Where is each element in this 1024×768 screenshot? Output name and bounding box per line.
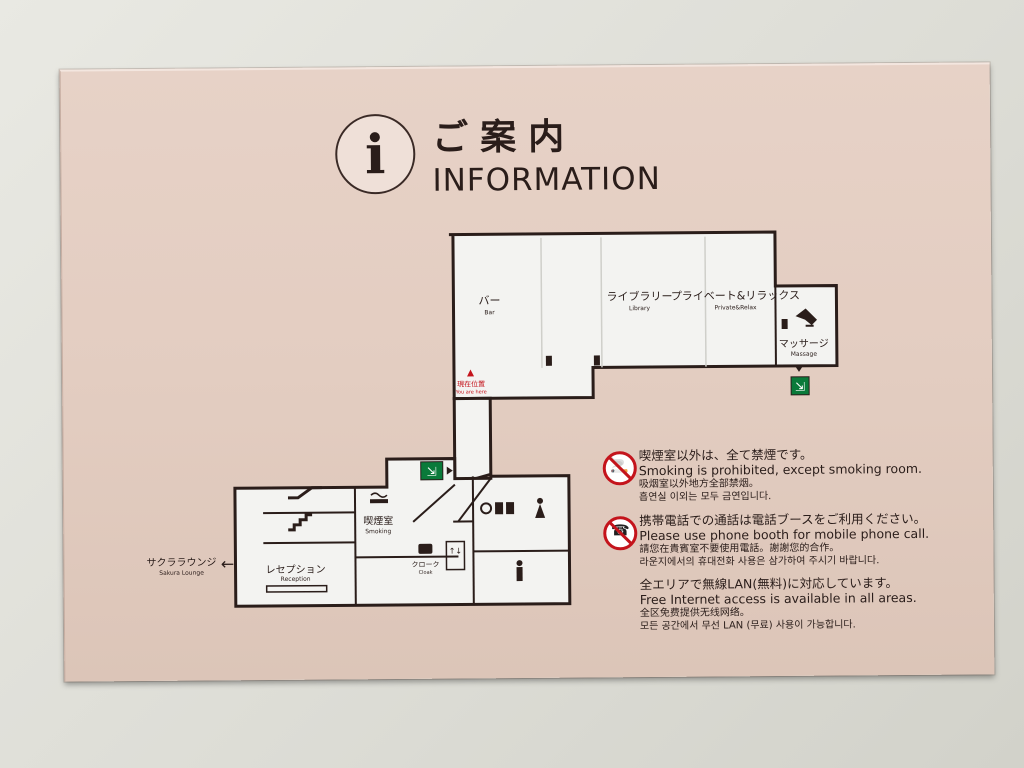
notice-en: Please use phone booth for mobile phone … [639,525,930,544]
smoking-room-label-en: Smoking [365,528,391,535]
inner-wall-2 [355,555,459,559]
cloak-label-en: Cloak [419,570,433,576]
escalator-icon [287,486,322,500]
upper-lounge-area [448,230,839,401]
male-restroom-icon [516,567,523,582]
notice-ko: 모든 공간에서 무선 LAN (무료) 사용이 가능합니다. [639,619,856,633]
notice-ko: 라운지에서의 휴대전화 사용은 삼가하여 주시기 바랍니다. [639,555,880,569]
elevator-arrows-icon: ↑↓ [449,547,462,556]
exit-arrow-icon [794,365,803,372]
notice-en: Smoking is prohibited, except smoking ro… [638,460,923,479]
inner-wall-6 [263,511,356,515]
private-relax-label: プライベート&リラックス [671,289,800,303]
bar-label: バー [478,294,500,307]
phone-icon [593,355,600,366]
phone-icon [545,355,552,366]
diagonal-wall-2 [457,477,492,523]
library-label: ライブラリー [606,289,672,304]
cloak-label: クローク [411,561,439,569]
partition-3 [704,236,707,367]
partition-2 [600,237,603,368]
reception-label-en: Reception [281,576,311,583]
inner-wall-1 [353,487,357,606]
accessible-icon [480,502,493,515]
notice-en: Free Internet access is available in all… [639,589,917,608]
exit-sign-icon [790,376,810,396]
cigarette-icon [369,499,389,504]
inner-wall-3 [471,476,475,605]
massage-label-en: Massage [791,351,818,358]
stairs-icon [288,513,313,532]
exit-figure-icon: ⇲ [427,465,437,479]
notice-ko: 흡연실 이외는 모두 금연입니다. [638,491,772,504]
lower-lounge-area [233,457,572,608]
smoke-icon [370,492,388,498]
exit-figure-icon: ⇲ [795,380,805,394]
phone-icon [781,318,788,329]
massage-label: マッサージ [779,338,829,350]
corridor [452,396,493,487]
exit-sign-icon [420,461,444,481]
information-sign: i ご案内 INFORMATION バー Bar ライブラリー Library … [59,62,995,682]
left-arrow-icon: ← [221,554,235,573]
smoking-room-label: 喫煙室 [363,514,393,527]
library-label-en: Library [629,305,650,312]
elevator-icon [445,540,466,571]
bar-label-en: Bar [484,309,495,316]
female-restroom-icon [537,497,544,504]
inner-wall-7 [263,541,356,545]
partition-1 [540,237,543,368]
floor-map: バー Bar ライブラリー Library プライベート&リラックス Priva… [146,230,839,608]
massage-chair-icon [795,308,818,327]
you-are-here-icon [467,369,475,377]
restroom-icon [495,502,504,515]
you-are-here-label-en: You are here [455,389,487,395]
female-restroom-icon [535,503,546,518]
exit-arrow-icon [446,466,453,475]
sakura-lounge-label-en: Sakura Lounge [159,570,204,577]
reception-desk [265,584,328,593]
inner-wall-4 [473,549,570,553]
private-relax-label-en: Private&Relax [714,304,757,311]
reception-label: レセプション [266,564,326,576]
no-smoking-icon: 🚬 [602,451,637,486]
partition-4 [774,286,777,367]
sakura-lounge-label: サクララウンジ [146,556,216,569]
diagonal-wall-1 [412,483,456,523]
cloak-bag-icon [418,543,433,554]
male-restroom-icon [516,560,523,567]
you-are-here-label: 現在位置 [457,379,485,388]
restroom-icon [506,502,515,515]
no-phone-icon: ☎ [603,516,638,551]
